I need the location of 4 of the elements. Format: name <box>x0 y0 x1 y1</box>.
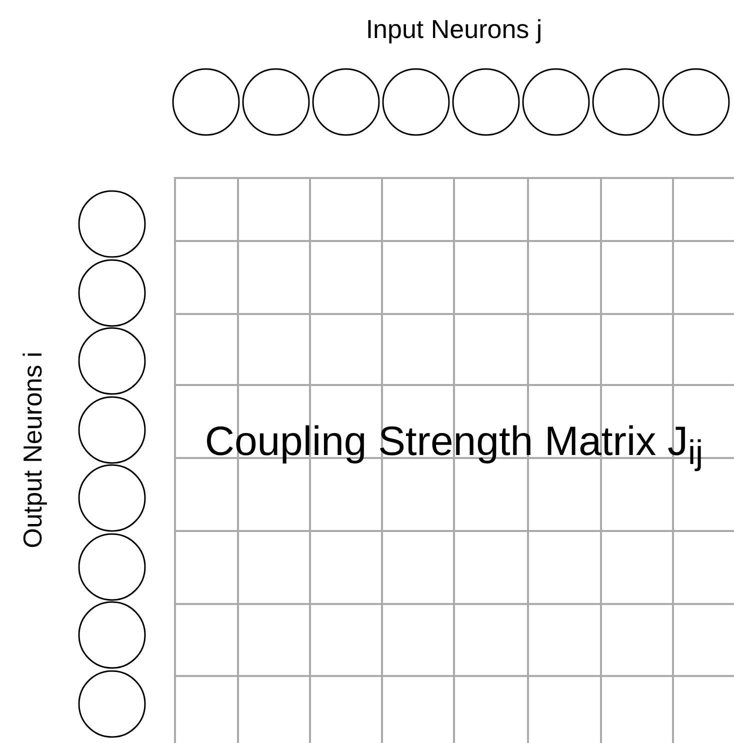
matrix-grid <box>174 177 734 743</box>
axis-title: Input Neurons j <box>364 14 544 45</box>
axis-title: Output Neurons i <box>18 352 48 548</box>
matrix-title: Coupling Strength Matrix J$_{ij}$ <box>204 416 704 474</box>
